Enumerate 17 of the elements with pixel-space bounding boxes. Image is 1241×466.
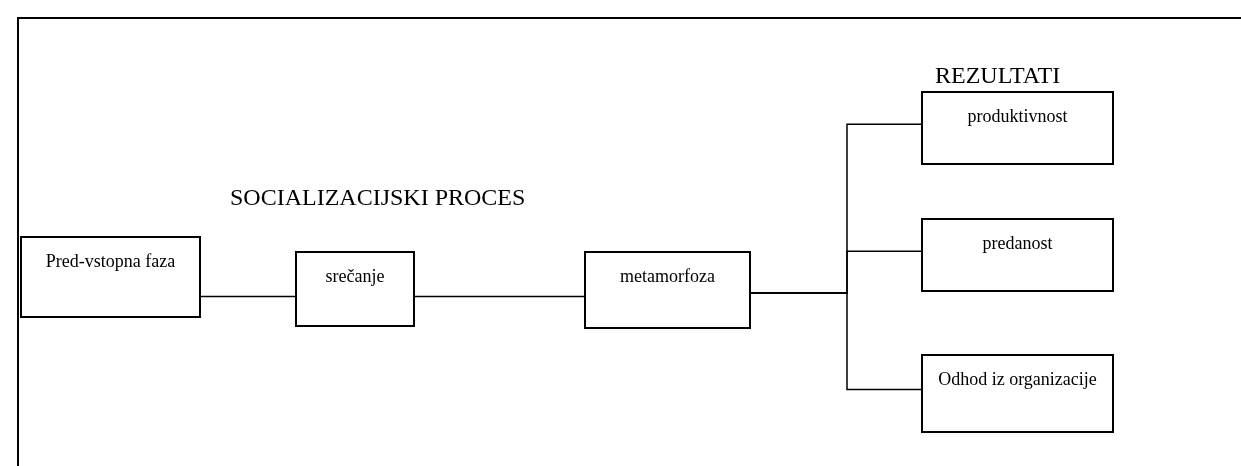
- connector-line: [750, 292, 922, 391]
- process-box: [921, 218, 1114, 292]
- box-label: Odhod iz organizacije: [938, 368, 1097, 391]
- box-label: metamorfoza: [620, 265, 715, 288]
- process-box: [584, 251, 751, 329]
- box-label: produktivnost: [967, 105, 1068, 128]
- box-label: Pred-vstopna faza: [45, 250, 176, 273]
- box-label: predanost: [982, 232, 1053, 255]
- connector-line: [414, 295, 585, 298]
- process-box: [921, 91, 1114, 165]
- section-heading: REZULTATI: [935, 61, 1061, 90]
- connector-line: [200, 295, 296, 298]
- box-label: srečanje: [325, 265, 385, 288]
- process-box: [20, 236, 201, 318]
- process-box: [921, 354, 1114, 433]
- diagram-title: SOCIALIZACIJSKI PROCES: [230, 183, 526, 212]
- process-box: [295, 251, 415, 327]
